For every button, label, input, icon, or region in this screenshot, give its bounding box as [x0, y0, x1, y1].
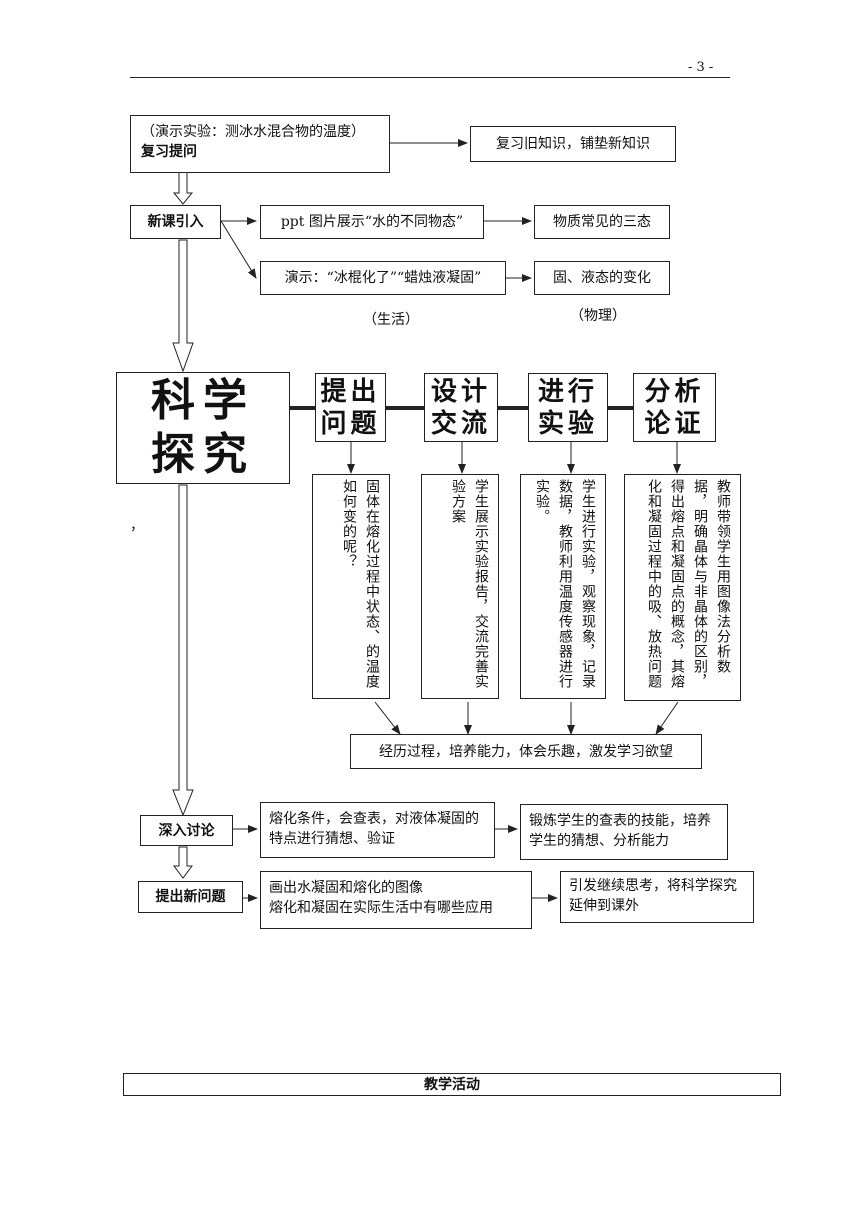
step-analysis-line1: 分析 [644, 376, 705, 407]
detail-analysis: 教师带领学生用图像法分析数据，明确晶体与非晶体的区别，得出熔点和凝固点的概念，其… [624, 474, 741, 701]
new-question-line2: 熔化和凝固在实际生活中有哪些应用 [269, 900, 493, 916]
stray-mark: ， [130, 518, 144, 534]
step-experiment-line1: 进行 [537, 376, 598, 407]
discussion-result-box: 锻炼学生的查表的技能，培养学生的猜想、分析能力 [520, 804, 728, 860]
inquiry-title-line2: 探究 [151, 429, 255, 480]
review-demo-text: （演示实验：测冰水混合物的温度） [141, 124, 365, 140]
step-design-line1: 设计 [430, 376, 491, 407]
step-design-line2: 交流 [430, 408, 491, 439]
step-box-question: 提出 问题 [315, 373, 386, 442]
intro-label-box: 新课引入 [130, 205, 221, 239]
detail-question: 固体在熔化过程中状态、的温度如何变的呢？ [312, 474, 390, 699]
header-rule [130, 77, 730, 78]
review-result-box: 复习旧知识，铺垫新知识 [470, 126, 676, 162]
new-question-result-box: 引发继续思考，将科学探究延伸到课外 [560, 871, 754, 923]
intro-ppt-box: ppt 图片展示“水的不同物态” [260, 205, 484, 239]
intro-demo-result-box: 固、液态的变化 [534, 261, 670, 295]
new-question-content-box: 画出水凝固和熔化的图像 熔化和凝固在实际生活中有哪些应用 [260, 871, 532, 929]
step-experiment-line2: 实验 [537, 408, 598, 439]
discussion-content-box: 熔化条件，会查表，对液体凝固的特点进行猜想、验证 [260, 802, 495, 858]
inquiry-title-box: 科学 探究 [116, 372, 290, 484]
step-question-line2: 问题 [320, 408, 381, 439]
detail-experiment: 学生进行实验，观察现象，记录数据，教师利用温度传感器进行实验。 [520, 474, 606, 699]
discussion-label-box: 深入讨论 [140, 815, 233, 846]
summary-box: 经历过程，培养能力，体会乐趣，激发学习欲望 [350, 734, 702, 769]
intro-demo-box: 演示：“冰棍化了”“蜡烛液凝固” [260, 261, 506, 295]
step-box-analysis: 分析 论证 [633, 373, 716, 442]
detail-design: 学生展示实验报告，交流完善实验方案 [421, 474, 499, 699]
note-life: （生活） [363, 312, 419, 328]
new-question-label-box: 提出新问题 [138, 881, 243, 913]
step-box-design: 设计 交流 [424, 373, 498, 442]
teaching-activity-header: 教学活动 [123, 1073, 781, 1096]
new-question-line1: 画出水凝固和熔化的图像 [269, 880, 423, 896]
inquiry-title-line1: 科学 [151, 375, 255, 426]
intro-ppt-result-box: 物质常见的三态 [534, 205, 670, 239]
step-analysis-line2: 论证 [644, 408, 705, 439]
note-physics: （物理） [570, 308, 626, 324]
page-number: - 3 - [688, 60, 714, 75]
step-question-line1: 提出 [320, 376, 381, 407]
step-box-experiment: 进行 实验 [528, 373, 608, 442]
review-box: （演示实验：测冰水混合物的温度） 复习提问 [130, 115, 390, 173]
review-label: 复习提问 [141, 144, 197, 160]
